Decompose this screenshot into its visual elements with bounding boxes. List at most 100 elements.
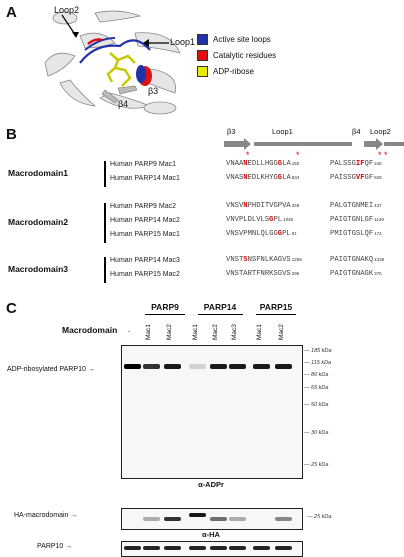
- kda-marker: — 115 kDa: [304, 360, 331, 366]
- ha-band: [164, 517, 181, 521]
- group-bracket: [104, 203, 106, 243]
- residue-number: 246: [374, 161, 382, 166]
- alignment-row-label: Human PARP15 Mac1: [110, 231, 180, 238]
- kda-marker: — 80 kDa: [304, 372, 328, 378]
- residue-number: 174: [374, 231, 382, 236]
- lane-label: Mac2: [166, 324, 173, 340]
- sequence-segment: QF: [364, 160, 374, 168]
- residue-number: 834: [291, 175, 300, 180]
- residue-number: 1339: [374, 257, 385, 262]
- flag-band: [143, 546, 160, 550]
- alignment-row-label: Human PARP9 Mac2: [110, 203, 177, 210]
- kda-tick: —: [304, 402, 312, 408]
- ha-caption: α-HA: [202, 530, 220, 539]
- sequence-segment: PAISSG: [330, 174, 356, 182]
- header-underline: [145, 314, 185, 315]
- residue-number: 928: [374, 175, 382, 180]
- lane-label: Mac2: [278, 324, 285, 340]
- loop2-label: Loop2: [54, 5, 80, 15]
- panel-b-letter: B: [6, 126, 17, 143]
- legend-label: Catalytic residues: [213, 51, 277, 60]
- adpr-caption: α-ADPr: [198, 480, 224, 489]
- loop2-header: Loop2: [370, 127, 391, 136]
- sequence-segment: PL: [282, 230, 291, 238]
- beta3-label: β3: [148, 86, 159, 96]
- beta4-header: β4: [352, 127, 361, 136]
- kda-marker: — 50 kDa: [304, 402, 328, 408]
- ha-macrodomain-label: HA-macrodomain →: [14, 512, 78, 519]
- kda-text: 115 kDa: [311, 360, 332, 366]
- flag-band: [229, 546, 246, 550]
- loop2-sequence: PALSSGIFQF246: [330, 160, 382, 168]
- legend-label: ADP-ribose: [213, 67, 254, 76]
- flag-band: [253, 546, 270, 550]
- kda-text: 25 kDa: [311, 462, 329, 468]
- kda-text: 185 kDa: [311, 348, 332, 354]
- residue-number: 150: [291, 161, 300, 166]
- flag-band: [210, 546, 227, 550]
- label-text: HA-macrodomain: [14, 512, 69, 519]
- sequence-segment: LA: [282, 174, 291, 182]
- legend-item-active-site-loops: Active site loops: [197, 34, 276, 45]
- lane-label: Mac1: [145, 324, 152, 340]
- ha-band: [229, 517, 246, 521]
- flag-band: [124, 546, 141, 550]
- sequence-segment: VNAS: [226, 174, 244, 182]
- group-bracket: [104, 161, 106, 187]
- adpr-band: [124, 364, 141, 369]
- kda-text: 30 kDa: [311, 430, 329, 436]
- kda-marker: — 25 kDa: [304, 462, 328, 468]
- catalytic-residue: G: [277, 230, 283, 238]
- header-parp9: PARP9: [151, 302, 179, 312]
- sequence-segment: NSFNLKAG: [247, 256, 283, 264]
- loop1-header: Loop1: [272, 127, 293, 136]
- panel-a-letter: A: [6, 4, 17, 21]
- sequence-segment: PAIGTGNAKQ: [330, 256, 374, 264]
- sequence-segment: PMIGTGSLQF: [330, 230, 374, 238]
- residue-number: 375: [374, 271, 382, 276]
- residue-number: 1259: [291, 257, 302, 262]
- header-underline: [198, 314, 243, 315]
- ha-band: [189, 513, 206, 517]
- residue-number: 1139: [374, 217, 384, 222]
- beta4-label: β4: [118, 99, 129, 109]
- alignment-row-label: Human PARP15 Mac2: [110, 271, 180, 278]
- residue-number: 1046: [283, 217, 294, 222]
- loop2-sequence: PAISSGVFGF928: [330, 174, 382, 182]
- loop1-sequence: VNSTARTFNRKSGVS296: [226, 270, 299, 278]
- legend-swatch: [197, 66, 208, 77]
- loop2-sequence: PMIGTGSLQF174: [330, 230, 382, 238]
- lane-label: Mac1: [256, 324, 263, 340]
- lane-label: Mac1: [192, 324, 199, 340]
- loop1-sequence: VNAANEDLLHGGGLA150: [226, 160, 299, 168]
- label-text: ADP-ribosylated PARP10: [7, 366, 86, 373]
- header-underline: [256, 314, 296, 315]
- kda-text: 50 kDa: [311, 402, 329, 408]
- lane-label: Mac3: [231, 324, 238, 340]
- sequence-segment: LA: [282, 160, 291, 168]
- catalytic-residue: G: [277, 160, 283, 168]
- residue-number: 91: [291, 231, 297, 236]
- header-parp14: PARP14: [203, 302, 237, 312]
- alignment-row-label: Human PARP14 Mac3: [110, 257, 180, 264]
- sequence-segment: PALSSG: [330, 160, 356, 168]
- kda-tick: —: [304, 360, 312, 366]
- sequence-segment: PAIGTGNAGK: [330, 270, 374, 278]
- adpr-blot: [121, 345, 303, 479]
- loop2-arrow: [61, 14, 79, 38]
- loop1-sequence: VNSTSNSFNLKAGVS1259: [226, 256, 302, 264]
- group-label: Macrodomain3: [8, 264, 68, 274]
- loop1-arrow: [143, 39, 169, 47]
- sequence-segment: VNSVPMNLQLGG: [226, 230, 278, 238]
- kda-marker: — 185 kDa: [304, 348, 332, 354]
- protein-structure-image: [44, 10, 181, 115]
- asterisk-marker: *: [246, 150, 250, 160]
- group-bracket: [104, 257, 106, 283]
- adpr-band: [210, 364, 227, 369]
- sequence-segment: PL: [273, 216, 283, 224]
- catalytic-residue: N: [243, 202, 248, 210]
- legend-swatch: [197, 50, 208, 61]
- kda-tick: —: [304, 348, 312, 354]
- residue-number: 296: [291, 271, 300, 276]
- kda-marker: — 65 kDa: [304, 385, 328, 391]
